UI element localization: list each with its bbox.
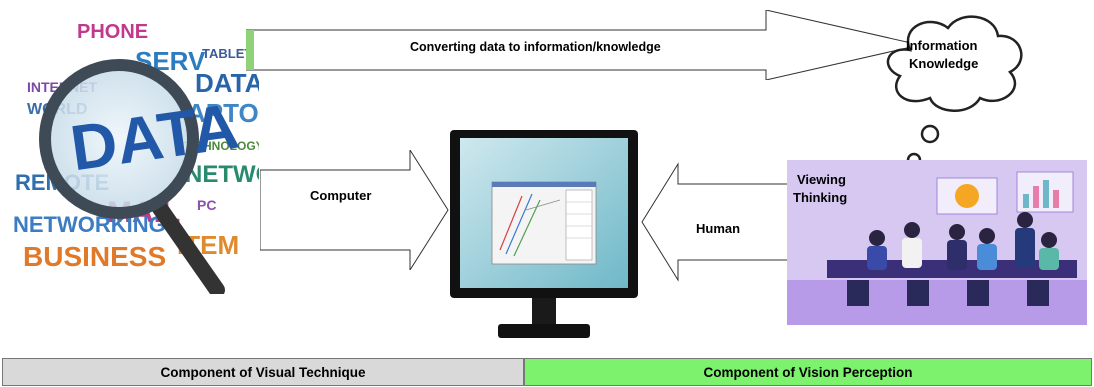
team-caption-viewing: Viewing — [797, 172, 846, 187]
computer-arrow — [260, 150, 450, 270]
svg-text:APTOP: APTOP — [187, 98, 259, 128]
svg-text:BUSINESS: BUSINESS — [23, 241, 166, 272]
converting-arrow — [246, 10, 920, 80]
svg-text:TECHNOLOGY: TECHNOLOGY — [179, 139, 259, 153]
svg-text:NETWORK: NETWORK — [185, 161, 259, 188]
svg-text:NETWORKING: NETWORKING — [13, 212, 166, 237]
visual-technique-label: Component of Visual Technique — [160, 364, 366, 380]
svg-text:TABLET: TABLET — [202, 46, 252, 61]
monitor-image — [448, 130, 640, 342]
team-meeting-image — [787, 160, 1087, 325]
svg-text:PC: PC — [197, 197, 216, 213]
computer-arrow-label: Computer — [310, 188, 372, 203]
vision-perception-label: Component of Vision Perception — [703, 364, 913, 380]
visual-technique-bar: Component of Visual Technique — [2, 358, 524, 386]
human-arrow-label: Human — [696, 221, 741, 236]
cloud-line-knowledge: Knowledge — [909, 56, 979, 71]
data-word-cloud-image: PHONE SERV TABLET DATA APTOP WORLD INTER… — [7, 4, 259, 294]
svg-text:PHONE: PHONE — [77, 21, 148, 43]
human-arrow — [640, 162, 790, 282]
svg-text:DATA: DATA — [195, 68, 259, 98]
vision-perception-bar: Component of Vision Perception — [524, 358, 1092, 386]
team-caption-thinking: Thinking — [793, 190, 848, 205]
converting-arrow-label: Converting data to information/knowledge — [410, 40, 661, 54]
cloud-line-information: Information — [906, 38, 978, 53]
